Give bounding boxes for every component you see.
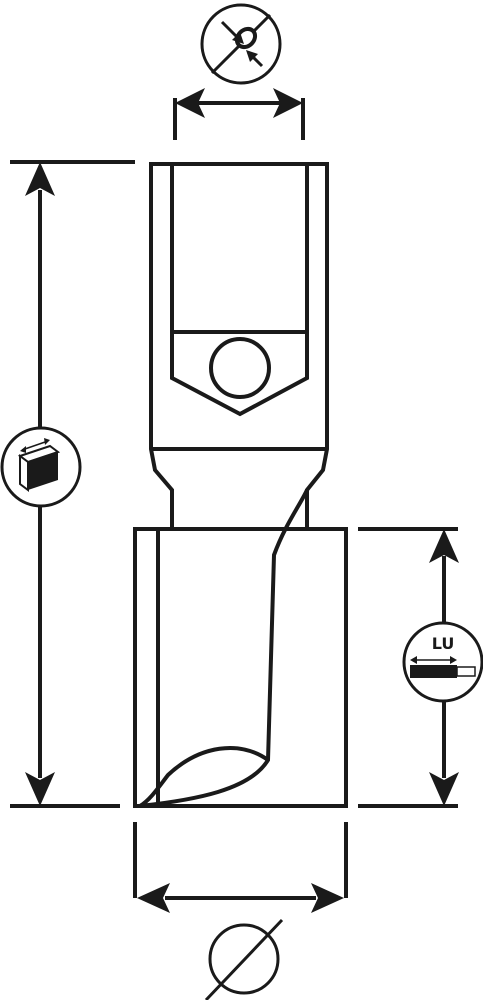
arrowhead-cut-right: [311, 883, 344, 913]
total-length-icon: [0, 426, 82, 508]
cutting-diameter-dimension: [133, 822, 348, 913]
flute-outer-curve: [139, 489, 309, 808]
total-length-dimension: [10, 160, 135, 808]
flute-cutting-edge: [138, 746, 270, 808]
shank-diameter-icon: [200, 3, 282, 85]
shank-outline-left: [149, 162, 174, 528]
useful-length-icon: LU: [402, 621, 483, 703]
shank-v-notch: [170, 332, 309, 417]
arrowhead-cut-left: [137, 883, 170, 913]
router-bit: [133, 162, 348, 808]
arrowhead-right: [273, 88, 303, 118]
arrowhead-top: [25, 162, 55, 196]
shank-hole: [209, 337, 271, 399]
arrowhead-lu-bottom: [429, 772, 459, 806]
shank-outline-right: [305, 162, 329, 528]
diameter-symbol-icon: [204, 918, 284, 1000]
shank-diameter-dimension: [173, 88, 305, 140]
cutter-body: [133, 527, 348, 808]
arrowhead-lu-top: [429, 529, 459, 563]
arrowhead-bottom: [25, 772, 55, 806]
arrowhead-left: [175, 88, 205, 118]
lu-label: LU: [432, 634, 455, 653]
useful-length-dimension: [358, 527, 459, 808]
